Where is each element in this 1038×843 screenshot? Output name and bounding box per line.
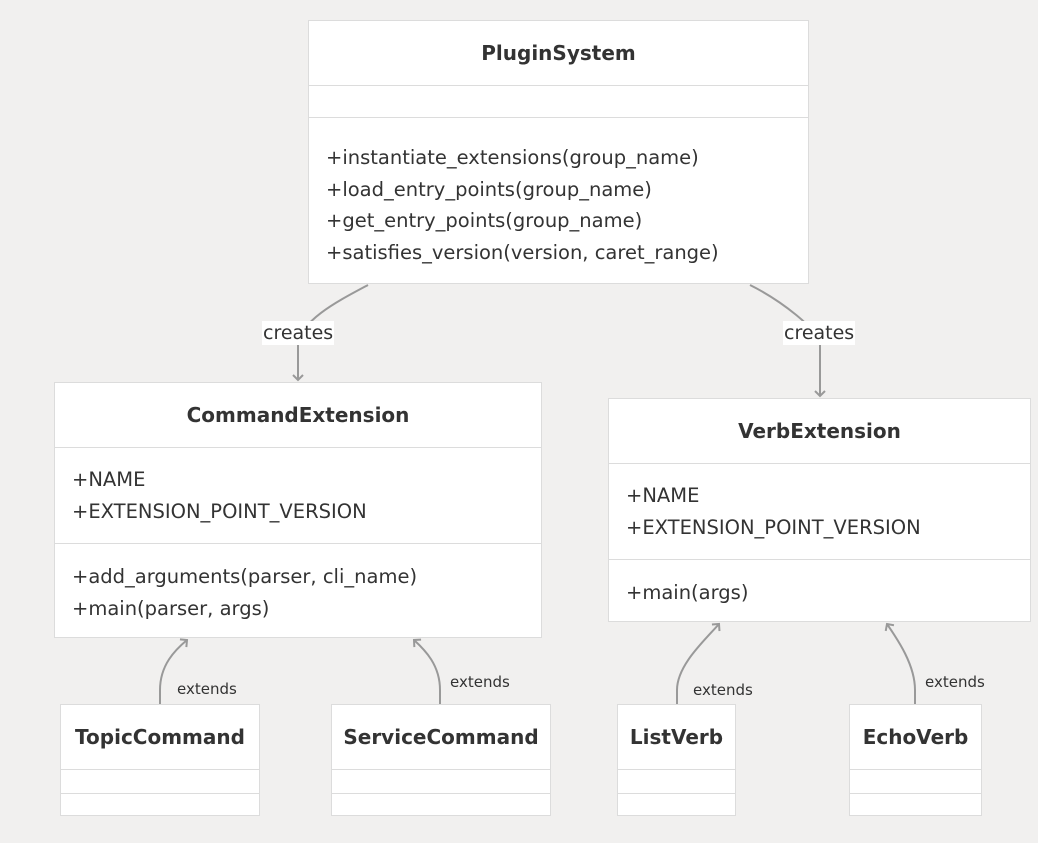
methods-section [332, 794, 550, 815]
class-name: CommandExtension [55, 383, 541, 448]
attribute: +NAME [72, 468, 146, 491]
attributes-section [850, 770, 981, 794]
class-name: ServiceCommand [332, 705, 550, 770]
method: +satisfies_version(version, caret_range) [326, 240, 719, 264]
attributes-section [309, 86, 808, 118]
class-echo-verb[interactable]: EchoVerb [849, 704, 982, 816]
edge-extends-list [676, 622, 721, 704]
class-name: PluginSystem [309, 21, 808, 86]
method: +get_entry_points(group_name) [326, 209, 643, 232]
methods-section [850, 794, 981, 815]
label-creates-verb: creates [783, 321, 856, 345]
method: +load_entry_points(group_name) [326, 177, 652, 201]
attribute: +EXTENSION_POINT_VERSION [72, 499, 367, 523]
class-list-verb[interactable]: ListVerb [617, 704, 736, 816]
methods-section [61, 794, 259, 815]
methods-section: +add_arguments(parser, cli_name) +main(p… [55, 544, 541, 624]
method: +main(parser, args) [72, 596, 270, 620]
label-extends-list: extends [693, 681, 753, 699]
attributes-section: +NAME +EXTENSION_POINT_VERSION [609, 464, 1030, 560]
methods-section: +instantiate_extensions(group_name) +loa… [309, 118, 808, 268]
label-creates-command: creates [262, 321, 335, 345]
attribute: +NAME [626, 484, 700, 507]
attributes-section: +NAME +EXTENSION_POINT_VERSION [55, 448, 541, 544]
label-extends-echo: extends [925, 673, 985, 691]
label-extends-topic: extends [177, 680, 237, 698]
edge-extends-echo [884, 622, 916, 704]
class-verb-extension[interactable]: VerbExtension +NAME +EXTENSION_POINT_VER… [608, 398, 1031, 622]
attribute: +EXTENSION_POINT_VERSION [626, 515, 921, 539]
method: +main(args) [626, 581, 749, 604]
class-topic-command[interactable]: TopicCommand [60, 704, 260, 816]
label-extends-service: extends [450, 673, 510, 691]
edge-extends-service [412, 638, 441, 704]
method: +instantiate_extensions(group_name) [326, 146, 699, 169]
attributes-section [332, 770, 550, 794]
class-service-command[interactable]: ServiceCommand [331, 704, 551, 816]
methods-section [618, 794, 735, 815]
methods-section: +main(args) [609, 560, 1030, 609]
attributes-section [61, 770, 259, 794]
attributes-section [618, 770, 735, 794]
method: +add_arguments(parser, cli_name) [72, 565, 418, 588]
class-name: VerbExtension [609, 399, 1030, 464]
edge-extends-topic [159, 638, 189, 704]
class-plugin-system[interactable]: PluginSystem +instantiate_extensions(gro… [308, 20, 809, 284]
class-command-extension[interactable]: CommandExtension +NAME +EXTENSION_POINT_… [54, 382, 542, 638]
class-name: TopicCommand [61, 705, 259, 770]
class-name: ListVerb [618, 705, 735, 770]
class-name: EchoVerb [850, 705, 981, 770]
